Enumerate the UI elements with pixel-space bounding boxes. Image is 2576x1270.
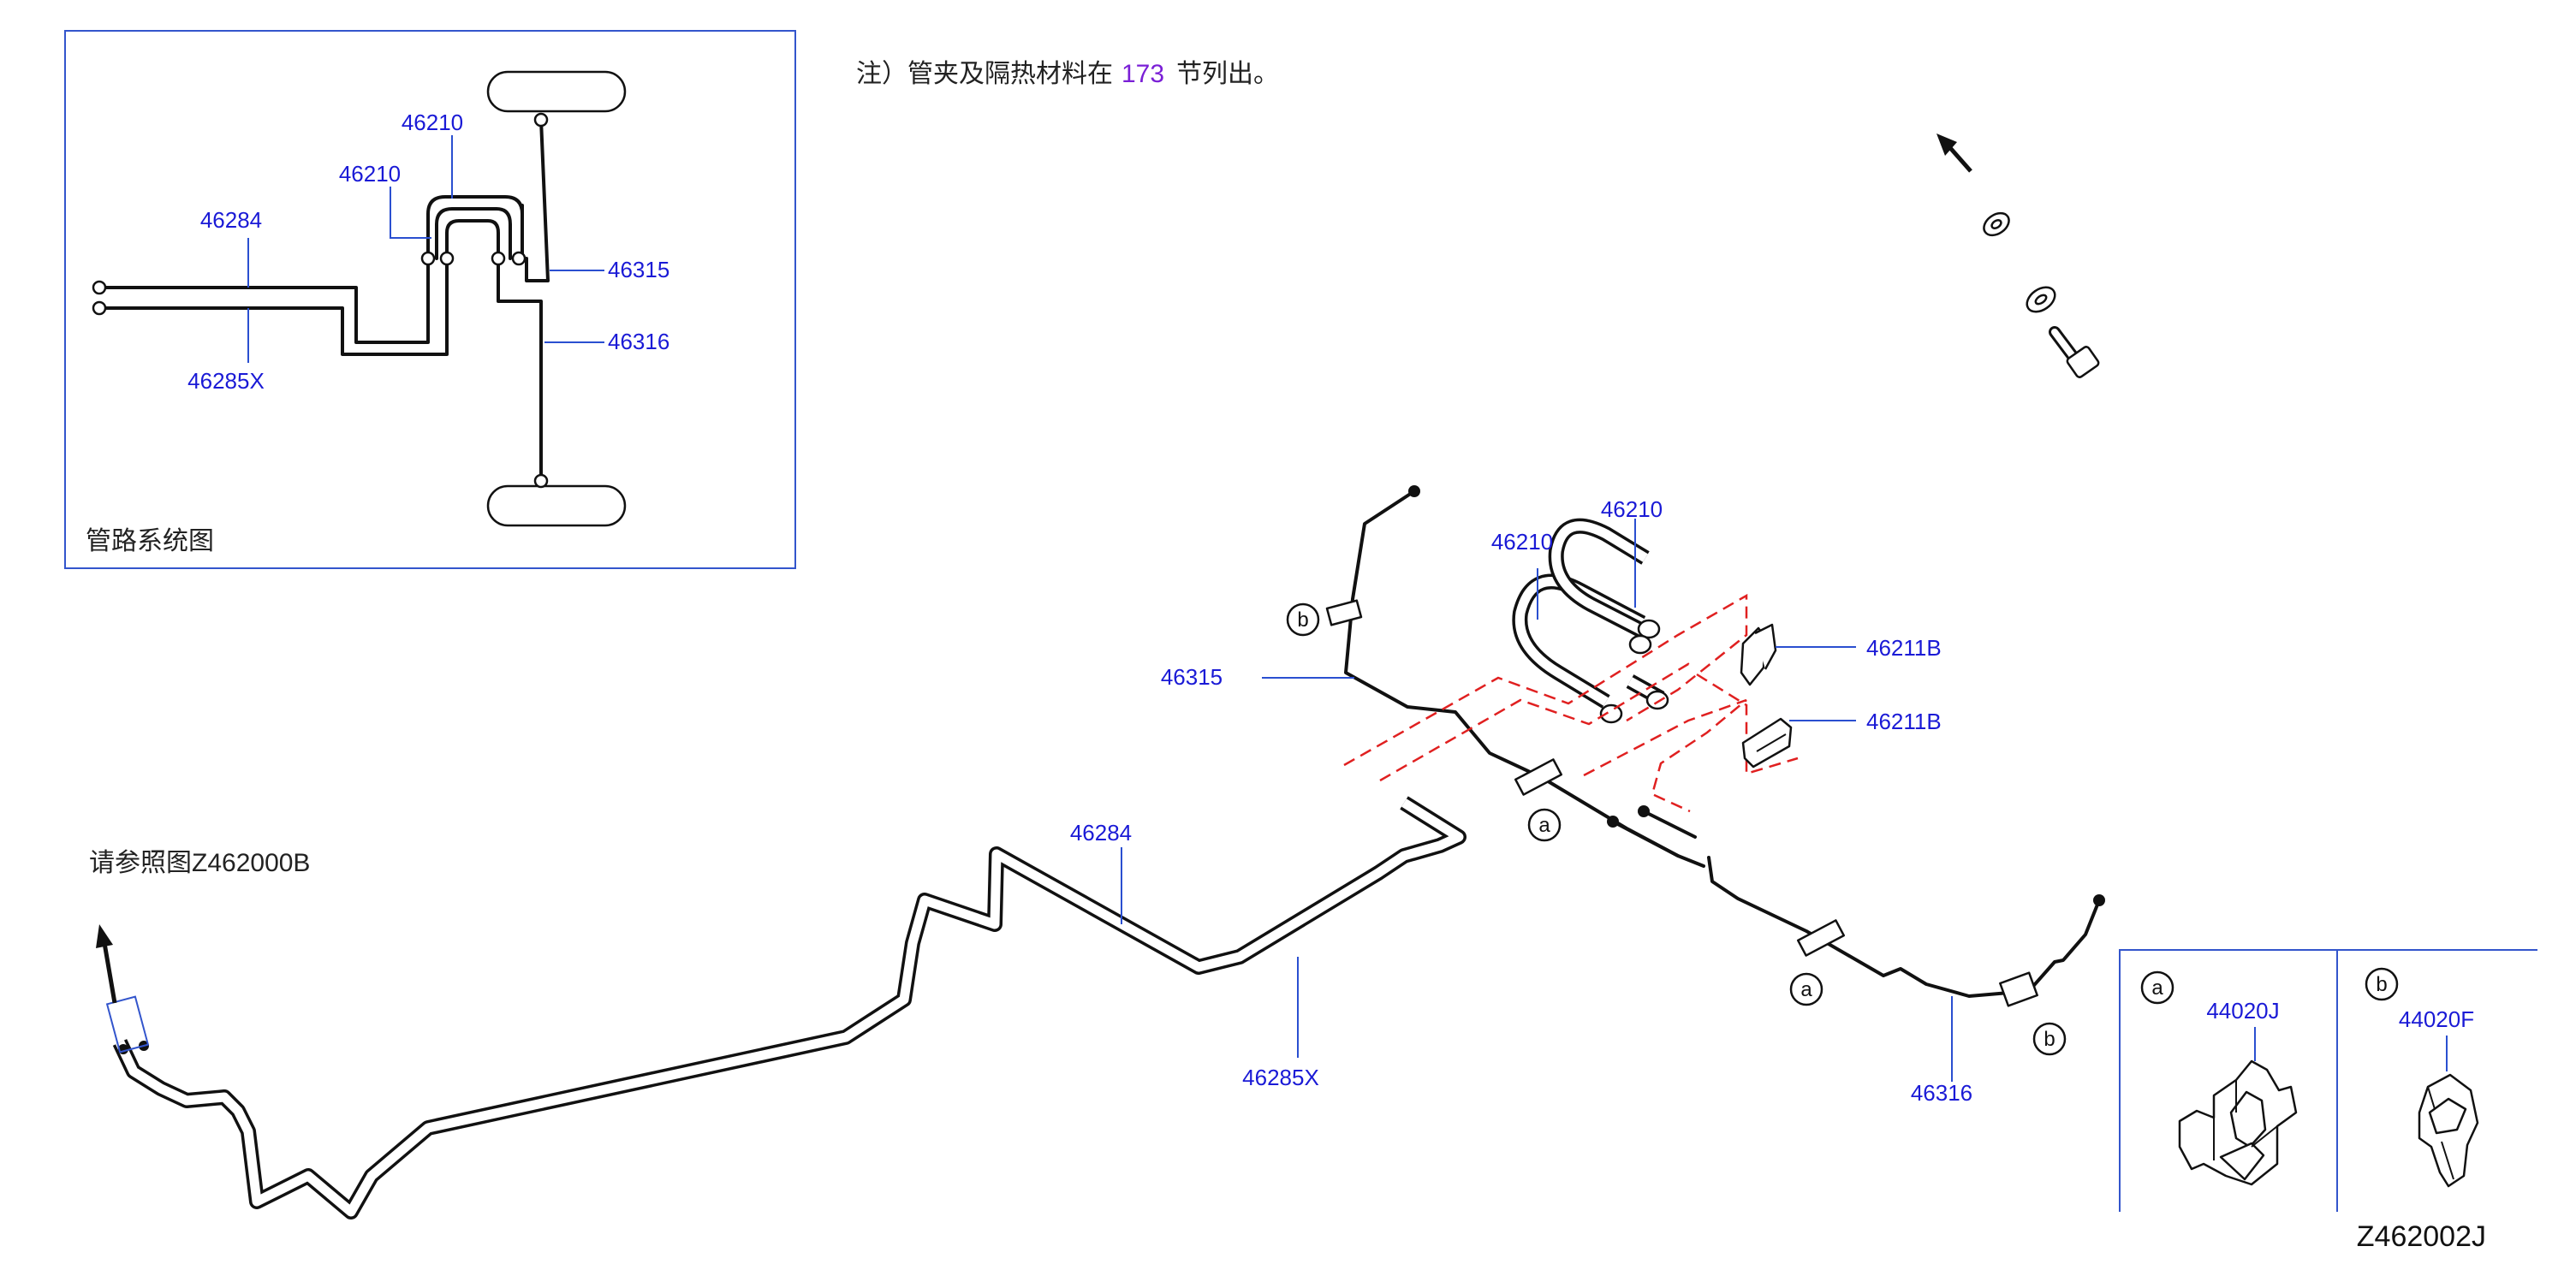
rear-axle-icon (486, 484, 627, 527)
u-tube-46210 (1512, 518, 1669, 724)
label-46285x: 46285X (1242, 1065, 1319, 1090)
inset-label-46285x: 46285X (187, 368, 265, 394)
note-prefix: 注）管夹及隔热材料在 (856, 60, 1113, 88)
front-axle-icon (486, 70, 627, 113)
inset-title: 管路系统图 (86, 527, 214, 555)
main-pipes (96, 485, 2105, 1220)
figure-code: Z462002J (2357, 1220, 2486, 1253)
see-reference: 请参照图Z462000B (89, 849, 310, 877)
label-46211b-1: 46211B (1866, 635, 1942, 661)
legend-a-letter: a (2151, 976, 2163, 1000)
circled-callouts: b a a b (1286, 602, 2067, 1056)
inset-label-46210-top: 46210 (402, 110, 463, 135)
callout-b: b (1297, 608, 1308, 632)
clamp-icon (1741, 717, 1793, 769)
bolt-washer-group (1936, 134, 2100, 378)
direction-arrow-icon (96, 924, 113, 948)
main-labels: 46210 46210 46211B 46211B 46315 46284 46… (89, 496, 1972, 1106)
legend-a-part: 44020J (2206, 998, 2279, 1024)
inset-label-46284: 46284 (200, 207, 262, 233)
callout-a: a (1538, 814, 1550, 837)
phantom-lines (1343, 593, 1799, 813)
label-46211b-2: 46211B (1866, 709, 1942, 734)
note: 注）管夹及隔热材料在 173 节列出。 (856, 60, 1279, 88)
callout-b: b (2044, 1028, 2055, 1051)
label-46210-b: 46210 (1601, 496, 1663, 522)
clip-b-marker (1325, 599, 1363, 626)
clamp-46211b-group (1740, 623, 1793, 769)
main-leaders (1121, 519, 1953, 1082)
callout-a: a (1800, 978, 1812, 1001)
note-text: 注）管夹及隔热材料在 173 节列出。 (856, 60, 1279, 88)
legend-b-letter: b (2376, 973, 2387, 996)
clip-b-marker (1999, 971, 2038, 1007)
clip-44020f-icon (2418, 1073, 2479, 1188)
clip-a-marker (1514, 758, 1563, 796)
label-46210-a: 46210 (1491, 529, 1553, 555)
direction-arrow-icon (1936, 134, 1957, 156)
clip-legend: a b 44020J 44020F (2119, 949, 2537, 1212)
inset-label-46315: 46315 (608, 257, 669, 282)
legend-b-part: 44020F (2399, 1006, 2474, 1032)
inset-frame (64, 30, 796, 569)
inset-label-46316: 46316 (608, 329, 669, 354)
inset-label-46210-left: 46210 (339, 161, 401, 187)
inset-piping-system: 46210 46210 46284 46285X 46315 46316 管路系… (64, 30, 796, 569)
label-46315: 46315 (1161, 664, 1223, 690)
note-page-ref: 173 (1121, 60, 1164, 88)
label-46316: 46316 (1911, 1080, 1972, 1106)
clip-a-marker (1796, 919, 1846, 957)
note-suffix: 节列出。 (1176, 60, 1279, 88)
clip-44020j-icon (2178, 1059, 2298, 1186)
bolt-icon (2066, 346, 2100, 378)
label-46284: 46284 (1070, 820, 1132, 846)
